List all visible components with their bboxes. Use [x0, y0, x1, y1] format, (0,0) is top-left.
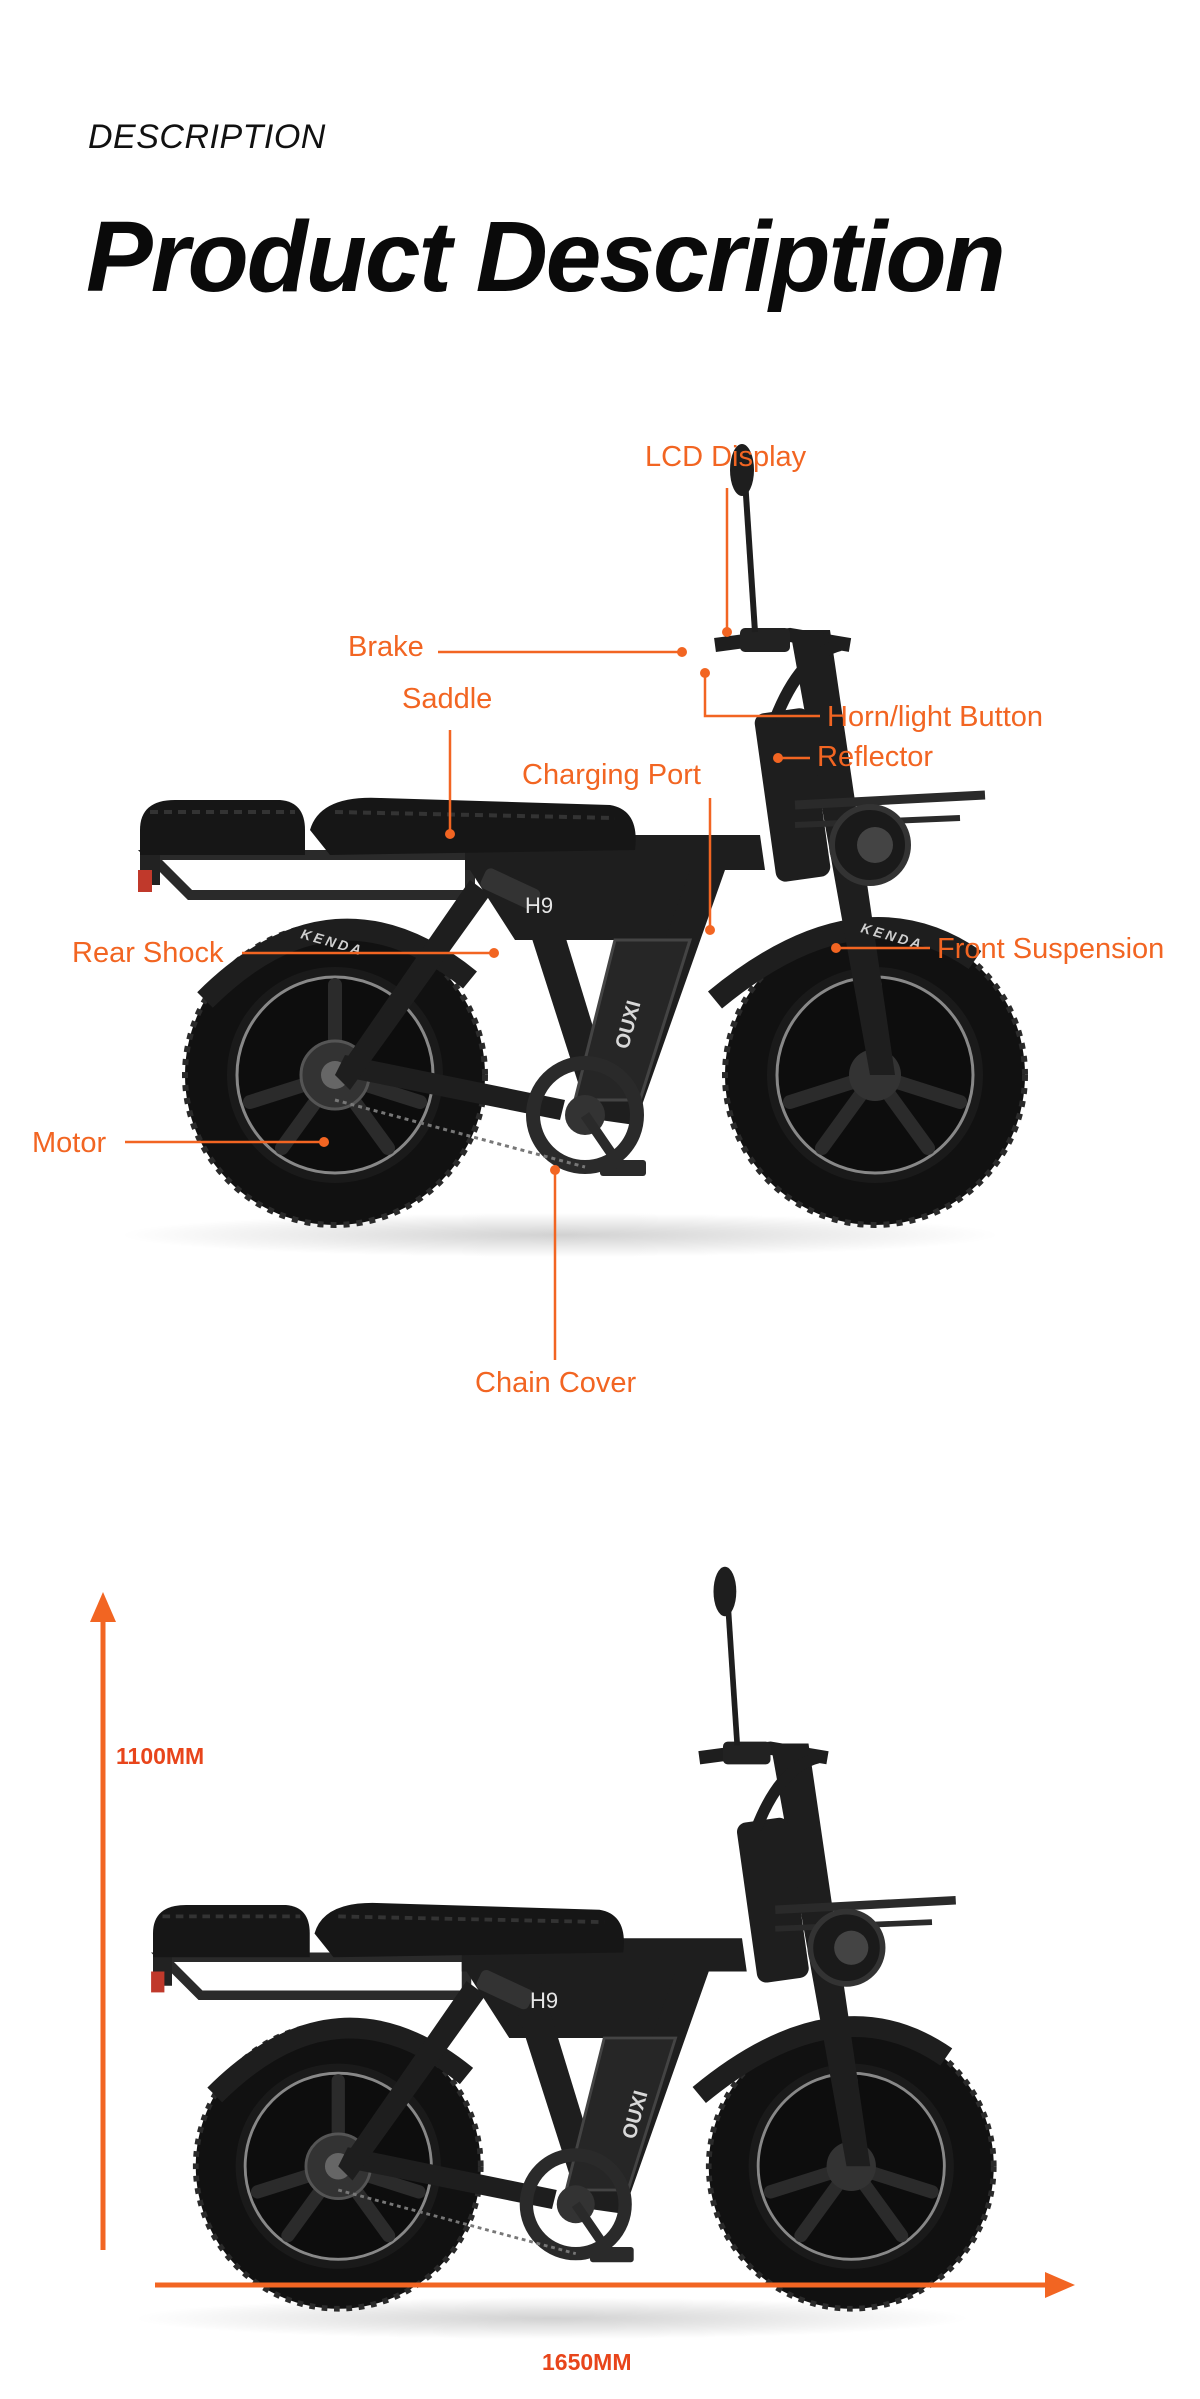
- bike-model-label: H9: [525, 893, 553, 918]
- callout-chain-cover: Chain Cover: [475, 1367, 637, 1399]
- callout-front-suspension: Front Suspension: [937, 933, 1164, 965]
- section-eyebrow: DESCRIPTION: [88, 118, 326, 156]
- dot-brake: [677, 647, 687, 657]
- callout-lcd-display: LCD Display: [645, 441, 807, 473]
- leader-horn-light-button: [703, 675, 820, 718]
- callout-reflector: Reflector: [817, 741, 933, 773]
- page-title: Product Description: [86, 201, 1006, 313]
- callout-saddle: Saddle: [402, 683, 492, 715]
- callout-charging-port: Charging Port: [522, 759, 701, 791]
- length-arrow-head: [1045, 2272, 1075, 2298]
- dot-front-suspension: [831, 943, 841, 953]
- callout-rear-shock: Rear Shock: [72, 937, 224, 969]
- callout-horn-light-button: Horn/light Button: [827, 701, 1043, 733]
- dot-motor: [319, 1137, 329, 1147]
- callout-motor: Motor: [32, 1127, 106, 1159]
- bike-callout-diagram: H9 OUXI KENDA KENDA LCD Display Brake Sa…: [32, 400, 1164, 1399]
- dot-reflector: [773, 753, 783, 763]
- length-dimension-label: 1650MM: [542, 2349, 631, 2375]
- dot-saddle: [445, 829, 455, 839]
- height-arrow-head: [90, 1592, 116, 1622]
- bike-dimension-diagram: H9 OUXI 1100MM 1650MM: [90, 1480, 1075, 2375]
- height-dimension-label: 1100MM: [116, 1743, 204, 1769]
- bike-image-2: [134, 1567, 994, 2339]
- dot-lcd-display: [722, 627, 732, 637]
- bike-image: [120, 444, 1025, 1257]
- dot-charging-port: [705, 925, 715, 935]
- dot-rear-shock: [489, 948, 499, 958]
- callout-brake: Brake: [348, 631, 424, 663]
- bike-model-label-2: H9: [530, 1988, 558, 2013]
- dot-chain-cover: [550, 1165, 560, 1175]
- dot-horn-light-button: [700, 668, 710, 678]
